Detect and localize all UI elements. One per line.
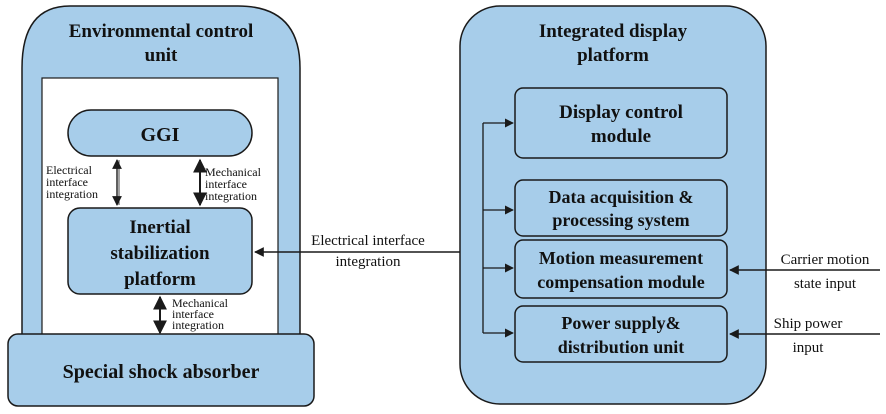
- power-supply-distribution-label: Power supply&: [561, 313, 680, 333]
- motion-measurement-compensation-box: [514, 239, 728, 299]
- environmental-control-unit: Environmental control unit GGI Inertial …: [7, 5, 315, 407]
- data-acquisition-processing-label: Data acquisition &: [548, 187, 693, 207]
- ggi-box: [67, 109, 253, 157]
- ggi-isp-electrical-label: interface: [46, 175, 88, 189]
- special-shock-absorber-label: Special shock absorber: [63, 361, 260, 383]
- power-supply-distribution-label: distribution unit: [558, 337, 685, 357]
- ggi-isp-mechanical-label: Mechanical: [205, 165, 262, 179]
- display-control-module-label: Display control: [559, 102, 683, 123]
- ship-power-input-label: input: [793, 340, 825, 356]
- external-inputs: Carrier motion state input Ship power in…: [729, 252, 880, 356]
- inertial-stabilization-platform-label: stabilization: [110, 243, 210, 264]
- ggi-isp-electrical-label: Electrical: [46, 163, 93, 177]
- ggi-isp-mechanical-label: integration: [205, 189, 257, 203]
- special-shock-absorber-box: [7, 333, 315, 407]
- data-acquisition-processing-label: processing system: [552, 210, 689, 230]
- carrier-motion-input-label: state input: [794, 276, 857, 292]
- isp-absorber-mechanical-label: interface: [172, 307, 214, 321]
- ggi-isp-electrical-label: integration: [46, 187, 98, 201]
- ggi-isp-mechanical-label: interface: [205, 177, 247, 191]
- isp-absorber-mechanical-label: Mechanical: [172, 296, 229, 310]
- electrical-interface-link: Electrical interface integration: [254, 233, 481, 270]
- ggi-label: GGI: [141, 124, 180, 146]
- motion-measurement-compensation-label: compensation module: [537, 272, 705, 292]
- environmental-control-unit-title: Environmental control: [69, 21, 254, 42]
- inertial-stabilization-platform-label: Inertial: [129, 217, 190, 238]
- electrical-interface-link-label: integration: [336, 254, 401, 270]
- environmental-control-unit-title: unit: [145, 45, 178, 66]
- inertial-stabilization-platform-label: platform: [124, 269, 196, 290]
- data-acquisition-processing-box: [514, 179, 728, 237]
- motion-measurement-compensation-label: Motion measurement: [539, 248, 703, 268]
- display-control-module-box: [514, 87, 728, 159]
- isp-absorber-mechanical-label: integration: [172, 318, 224, 332]
- display-control-module-label: module: [591, 126, 651, 147]
- integrated-display-platform-title: Integrated display: [539, 21, 688, 42]
- integrated-display-platform: Integrated display platform Display cont…: [459, 5, 767, 405]
- carrier-motion-input-label: Carrier motion: [781, 252, 870, 268]
- power-supply-distribution-box: [514, 305, 728, 363]
- ship-power-input-label: Ship power: [774, 316, 843, 332]
- inertial-stabilization-platform-box: [67, 207, 253, 295]
- electrical-interface-link-label: Electrical interface: [311, 233, 425, 249]
- integrated-display-platform-title: platform: [577, 45, 649, 66]
